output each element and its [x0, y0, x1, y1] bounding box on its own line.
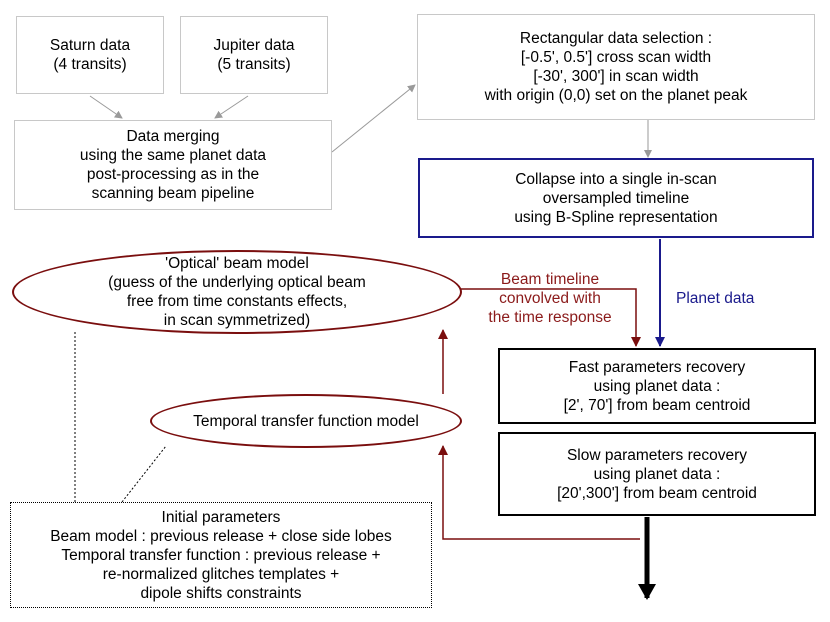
beam-timeline-line-2: convolved with — [499, 290, 601, 307]
slow-line-2: using planet data : — [593, 465, 721, 483]
selection-line-2: [-0.5', 0.5'] cross scan width — [520, 49, 712, 66]
jupiter-line-1: Jupiter data — [213, 37, 295, 54]
merging-line-3: post-processing as in the — [86, 166, 260, 183]
selection-line-4: with origin (0,0) set on the planet peak — [484, 87, 748, 104]
merging-line-1: Data merging — [126, 128, 220, 145]
slow-line-1: Slow parameters recovery — [566, 446, 748, 464]
initial-line-1: Initial parameters — [161, 508, 281, 526]
arrow-beam-timeline — [461, 288, 641, 347]
collapse-box: Collapse into a single in-scan oversampl… — [418, 158, 814, 238]
beam-timeline-line-1: Beam timeline — [500, 271, 600, 288]
optical-beam-model-ellipse: 'Optical' beam model (guess of the under… — [12, 250, 462, 334]
initial-line-3: Temporal transfer function : previous re… — [61, 546, 381, 564]
dotted-link-temporal — [121, 445, 167, 503]
merging-line-2: using the same planet data — [79, 147, 267, 164]
rectangular-selection-box: Rectangular data selection : [-0.5', 0.5… — [417, 14, 815, 120]
arrow-jupiter-to-merging — [214, 95, 249, 119]
fast-line-1: Fast parameters recovery — [568, 358, 746, 376]
fast-line-3: [2', 70'] from beam centroid — [563, 396, 751, 414]
initial-line-2: Beam model : previous release + close si… — [50, 527, 392, 545]
arrow-merging-to-selection — [331, 84, 416, 153]
collapse-line-1: Collapse into a single in-scan — [515, 170, 717, 188]
optical-line-4: in scan symmetrized) — [163, 312, 311, 329]
saturn-line-1: Saturn data — [49, 37, 131, 54]
beam-timeline-label: Beam timeline convolved with the time re… — [470, 270, 630, 327]
data-merging-box: Data merging using the same planet data … — [14, 120, 332, 210]
slow-line-3: [20',300'] from beam centroid — [557, 484, 757, 502]
beam-timeline-line-3: the time response — [488, 309, 612, 326]
selection-line-3: [-30', 300'] in scan width — [533, 68, 699, 85]
arrow-feedback-temporal — [438, 445, 640, 540]
collapse-line-3: using B-Spline representation — [514, 208, 718, 226]
fast-parameters-box: Fast parameters recovery using planet da… — [498, 348, 816, 424]
initial-line-4: re-normalized glitches templates + — [102, 565, 340, 583]
selection-line-1: Rectangular data selection : — [519, 30, 713, 47]
planet-data-label: Planet data — [676, 290, 755, 307]
slow-parameters-box: Slow parameters recovery using planet da… — [498, 432, 816, 516]
optical-line-2: (guess of the underlying optical beam — [108, 274, 366, 291]
initial-parameters-box: Initial parameters Beam model : previous… — [10, 502, 432, 608]
collapse-line-2: oversampled timeline — [542, 189, 690, 207]
optical-line-1: 'Optical' beam model — [165, 255, 309, 272]
initial-line-5: dipole shifts constraints — [140, 584, 302, 602]
jupiter-line-2: (5 transits) — [217, 56, 291, 73]
temporal-model-text: Temporal transfer function model — [193, 412, 419, 430]
jupiter-data-box: Jupiter data (5 transits) — [180, 16, 328, 94]
fast-line-2: using planet data : — [593, 377, 721, 395]
arrow-saturn-to-merging — [89, 95, 123, 119]
merging-line-4: scanning beam pipeline — [91, 185, 255, 202]
optical-line-3: free from time constants effects, — [126, 293, 348, 310]
saturn-data-box: Saturn data (4 transits) — [16, 16, 164, 94]
saturn-line-2: (4 transits) — [53, 56, 127, 73]
temporal-transfer-model-ellipse: Temporal transfer function model — [150, 394, 462, 448]
